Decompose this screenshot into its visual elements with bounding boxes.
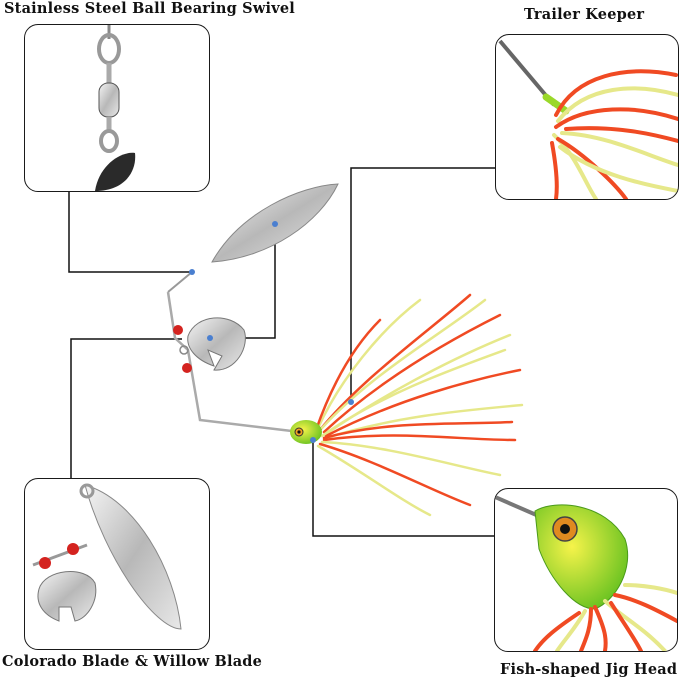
skirt xyxy=(314,293,524,517)
detail-box-swivel xyxy=(24,24,210,192)
detail-box-blades xyxy=(24,478,210,650)
detail-box-trailer-keeper xyxy=(495,34,679,200)
detail-box-jig-head xyxy=(494,488,678,652)
colorado-blade xyxy=(187,317,246,371)
label-ball-bearing-swivel: Stainless Steel Ball Bearing Swivel xyxy=(4,0,295,17)
label-colorado-willow-blade: Colorado Blade & Willow Blade xyxy=(2,653,263,670)
label-fish-shaped-jig-head: Fish-shaped Jig Head xyxy=(500,661,678,678)
label-trailer-keeper: Trailer Keeper xyxy=(524,6,645,23)
